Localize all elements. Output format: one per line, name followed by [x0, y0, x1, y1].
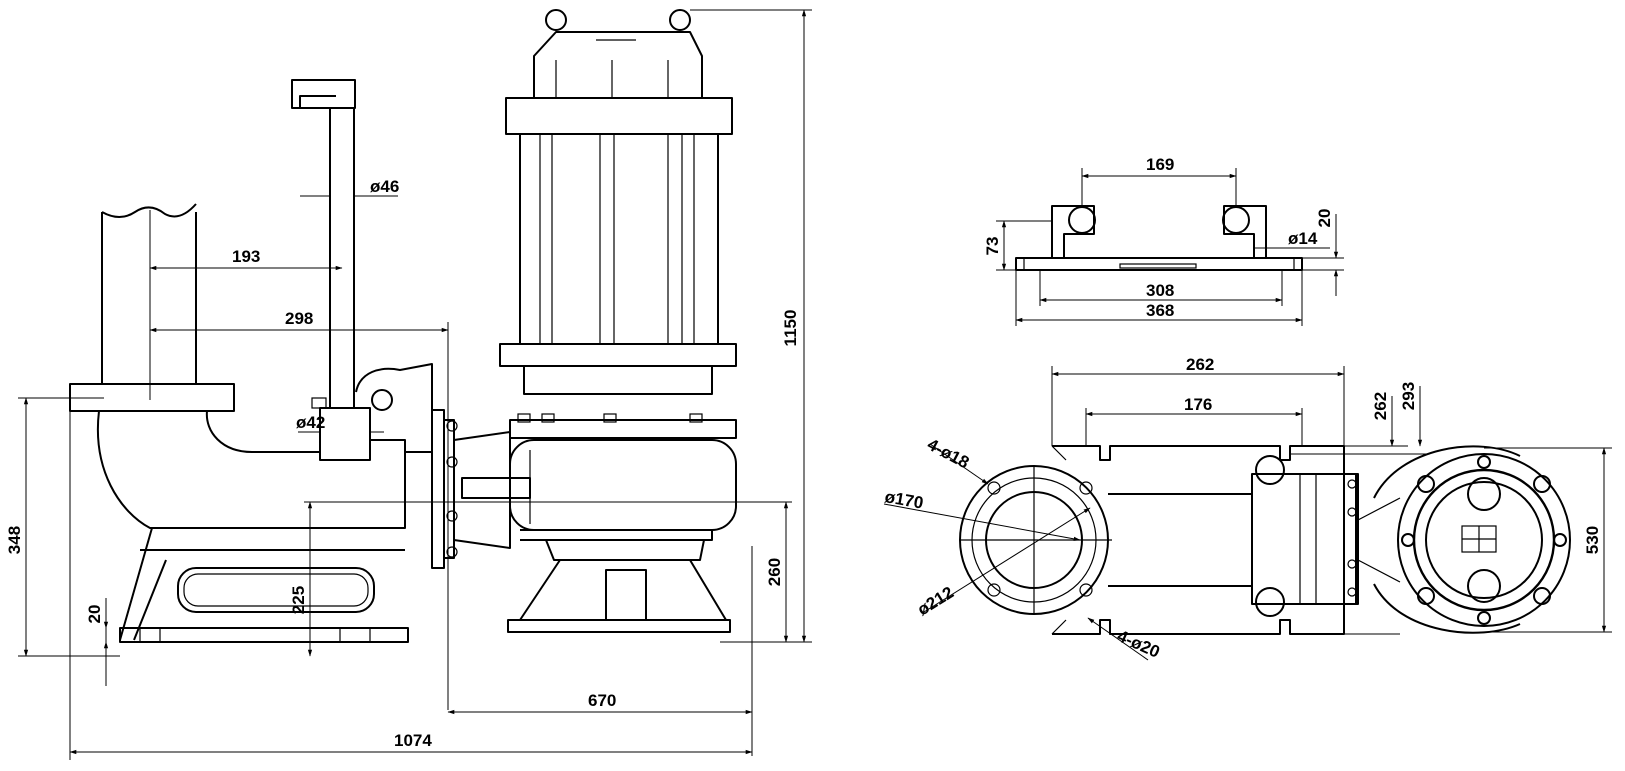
side-dimensions: 193 298 ø46 ø42 1150 348 [5, 9, 812, 760]
pump-upper-flange [509, 413, 737, 439]
dim-20-label: 20 [85, 605, 104, 624]
duck-foot-elbow [96, 410, 409, 643]
pump-stand [507, 539, 731, 633]
dim-1074-label: 1074 [394, 731, 432, 750]
dim-193-label: 193 [232, 247, 260, 266]
plan-view: 262 176 262 293 4-ø18 ø170 ø212 [883, 355, 1612, 662]
dim-262-horizontal-label: 262 [1186, 355, 1214, 374]
discharge-pipe [101, 203, 197, 384]
dim-phi212-label: ø212 [914, 583, 957, 620]
dim-260-label: 260 [765, 558, 784, 586]
dim-169-label: 169 [1146, 155, 1174, 174]
dim-73-label: 73 [983, 237, 1002, 256]
dim-4phi20-label: 4-ø20 [1114, 626, 1162, 661]
pump-volute [453, 431, 737, 549]
dim-225-label: 225 [289, 586, 308, 614]
plan-motor [1357, 445, 1571, 634]
dim-phi46-label: ø46 [370, 177, 399, 196]
plan-base-body [1051, 445, 1359, 635]
side-elevation-view: 193 298 ø46 ø42 1150 348 [5, 9, 812, 760]
hook-bracket [355, 363, 433, 453]
dim-phi14-label: ø14 [1288, 229, 1318, 248]
dim-298-label: 298 [285, 309, 313, 328]
bracket-view: 169 20 73 ø14 308 368 [983, 155, 1344, 326]
plan-dimensions: 262 176 262 293 4-ø18 ø170 ø212 [883, 355, 1612, 662]
dim-20-bracket-label: 20 [1315, 209, 1334, 228]
motor-body [499, 9, 737, 395]
dim-176-label: 176 [1184, 395, 1212, 414]
dim-670-label: 670 [588, 691, 616, 710]
guide-rail [291, 79, 371, 461]
dim-phi42-label: ø42 [296, 413, 325, 432]
dim-308-label: 308 [1146, 281, 1174, 300]
bracket-dimensions: 169 20 73 ø14 308 368 [983, 155, 1344, 326]
dim-1150-label: 1150 [781, 310, 800, 347]
dim-348-label: 348 [5, 526, 24, 554]
dim-530-label: 530 [1583, 526, 1602, 554]
dim-262-vertical-label: 262 [1371, 392, 1390, 420]
dim-phi170-label: ø170 [883, 487, 924, 512]
dim-368-label: 368 [1146, 301, 1174, 320]
pump-discharge-flange [431, 409, 458, 569]
plan-outlet-flange [959, 465, 1112, 615]
dim-293-label: 293 [1399, 382, 1418, 410]
dim-4phi18-label: 4-ø18 [924, 435, 972, 473]
